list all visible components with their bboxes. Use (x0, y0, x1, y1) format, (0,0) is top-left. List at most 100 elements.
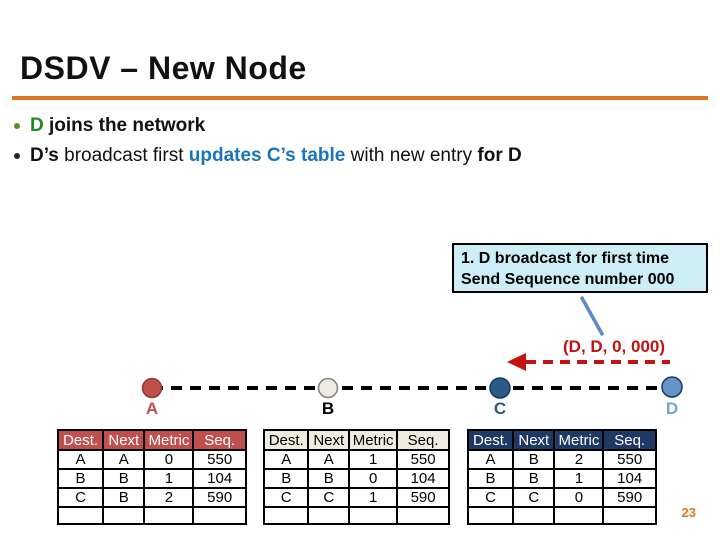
table-cell: 590 (602, 487, 657, 508)
node-d-circle (661, 376, 683, 398)
table-cell: 2 (143, 487, 195, 508)
column-header: Dest. (466, 429, 515, 451)
table-cell: 1 (348, 487, 399, 508)
table-cell: 104 (602, 468, 657, 489)
bullet-2-text: D’s broadcast first updates C’s table wi… (30, 145, 522, 166)
table-cell: B (307, 468, 351, 489)
broadcast-arrow-head-icon (507, 353, 526, 371)
node-b-label: B (321, 399, 335, 418)
table-cell: A (262, 449, 310, 470)
column-header: Dest. (262, 429, 310, 451)
table-cell: 0 (553, 487, 605, 508)
bullet-1-text: D joins the network (30, 115, 206, 136)
callout-leader-line (580, 296, 604, 336)
table-cell: 1 (143, 468, 195, 489)
table-cell: B (56, 468, 105, 489)
bullet-item-2: D’s broadcast first updates C’s table wi… (10, 143, 710, 173)
table-cell (553, 506, 605, 525)
column-header: Next (307, 429, 351, 451)
table-cell: C (307, 487, 351, 508)
table-cell (348, 506, 399, 525)
table-cell: B (512, 449, 556, 470)
column-header: Seq. (602, 429, 657, 451)
callout-box: 1. D broadcast for first time Send Seque… (452, 243, 708, 293)
table-cell: A (56, 449, 105, 470)
table-cell: 104 (396, 468, 450, 489)
page-title: DSDV – New Node (20, 50, 307, 86)
table-cell: A (307, 449, 351, 470)
table-cell (143, 506, 195, 525)
node-d-label: D (665, 399, 679, 418)
table-cell: 550 (396, 449, 450, 470)
table-cell: B (466, 468, 515, 489)
table-cell: 1 (553, 468, 605, 489)
table-cell: B (102, 487, 146, 508)
column-header: Seq. (396, 429, 450, 451)
table-cell: 0 (348, 468, 399, 489)
table-cell: C (512, 487, 556, 508)
node-c-circle (489, 377, 511, 399)
broadcast-route-label: (D, D, 0, 000) (563, 337, 666, 356)
table-cell (307, 506, 351, 525)
table-cell: 2 (553, 449, 605, 470)
column-header: Metric (553, 429, 605, 451)
table-cell (102, 506, 146, 525)
page-number: 23 (681, 505, 696, 520)
node-a-circle (141, 377, 163, 399)
table-row (262, 506, 450, 525)
table-cell: A (466, 449, 515, 470)
table-cell: 550 (192, 449, 247, 470)
table-cell: B (262, 468, 310, 489)
table-cell (56, 506, 105, 525)
table-cell (396, 506, 450, 525)
table-cell: C (56, 487, 105, 508)
table-cell: 590 (396, 487, 450, 508)
callout-line-2: Send Sequence number 000 (461, 271, 675, 288)
title-underline (12, 96, 708, 100)
table-cell: B (102, 468, 146, 489)
bullet-list: D joins the network D’s broadcast first … (10, 113, 710, 173)
bullet-dot-icon (14, 153, 20, 159)
node-a-label: A (145, 399, 159, 418)
table-row (466, 506, 657, 525)
table-cell: 1 (348, 449, 399, 470)
column-header: Dest. (56, 429, 105, 451)
table-cell: 104 (192, 468, 247, 489)
table-cell (466, 506, 515, 525)
bullet-2-highlight: updates C’s table (188, 145, 346, 166)
table-row (56, 506, 247, 525)
node-c-label: C (493, 399, 507, 418)
table-cell: A (102, 449, 146, 470)
table-cell: C (466, 487, 515, 508)
table-cell: 0 (143, 449, 195, 470)
column-header: Seq. (192, 429, 247, 451)
table-cell (262, 506, 310, 525)
table-cell: C (262, 487, 310, 508)
bullet-1-node-d: D (30, 115, 44, 136)
table-cell (602, 506, 657, 525)
table-cell: 590 (192, 487, 247, 508)
column-header: Metric (143, 429, 195, 451)
column-header: Next (512, 429, 556, 451)
table-cell: B (512, 468, 556, 489)
table-cell (512, 506, 556, 525)
callout-line-1: 1. D broadcast for first time (461, 250, 670, 267)
table-cell: 550 (602, 449, 657, 470)
bullet-item-1: D joins the network (10, 113, 710, 143)
column-header: Metric (348, 429, 399, 451)
node-b-circle (317, 377, 339, 399)
column-header: Next (102, 429, 146, 451)
bullet-dot-icon (14, 123, 20, 129)
